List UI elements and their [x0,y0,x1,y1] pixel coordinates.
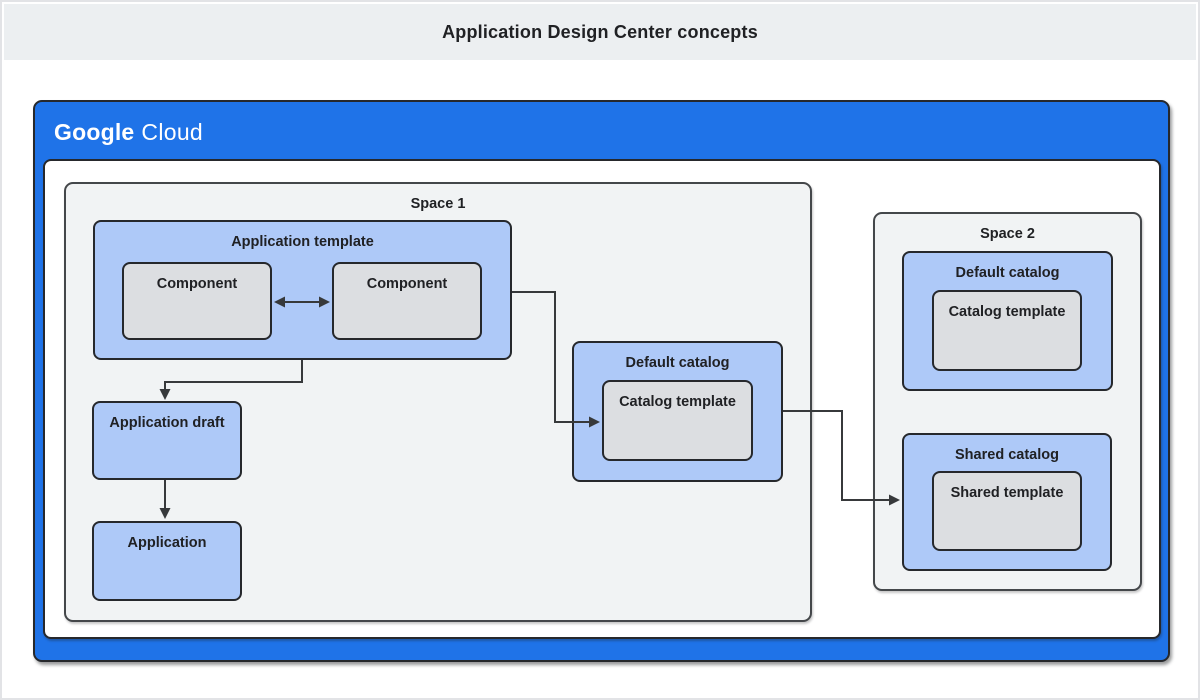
application-draft-label: Application draft [109,415,225,431]
project-frame: Space 1 Application template Component C… [43,159,1161,639]
space1-default-catalog-box: Default catalog Catalog template [572,341,783,482]
space1-label: Space 1 [410,196,466,212]
component-box-2: Component [332,262,482,340]
space1-default-catalog-label: Default catalog [625,355,730,371]
space2-default-catalog-label: Default catalog [955,265,1060,281]
space2-catalog-template-label: Catalog template [948,304,1066,320]
component-2-label: Component [366,276,448,292]
logo-word-cloud: Cloud [141,118,204,145]
space2-label: Space 2 [980,226,1035,242]
component-box-1: Component [122,262,272,340]
application-template-label: Application template [231,234,374,250]
space2-catalog-template-box: Catalog template [932,290,1082,371]
space1-catalog-template-box: Catalog template [602,380,753,461]
application-draft-box: Application draft [92,401,242,480]
space2-default-catalog-box: Default catalog Catalog template [902,251,1113,391]
application-label: Application [127,535,207,551]
logo-word-google: Google [54,118,135,145]
space2-container: Space 2 Default catalog Catalog template… [873,212,1142,591]
title-banner: Application Design Center concepts [4,4,1196,60]
shared-template-box: Shared template [932,471,1082,551]
space1-catalog-template-label: Catalog template [619,394,736,410]
page-title: Application Design Center concepts [442,21,758,42]
shared-catalog-label: Shared catalog [955,447,1059,463]
application-template-box: Application template Component Component [93,220,512,360]
shared-catalog-box: Shared catalog Shared template [902,433,1112,571]
component-1-label: Component [156,276,238,292]
space1-container: Space 1 Application template Component C… [64,182,812,622]
application-box: Application [92,521,242,601]
shared-template-label: Shared template [950,485,1064,501]
